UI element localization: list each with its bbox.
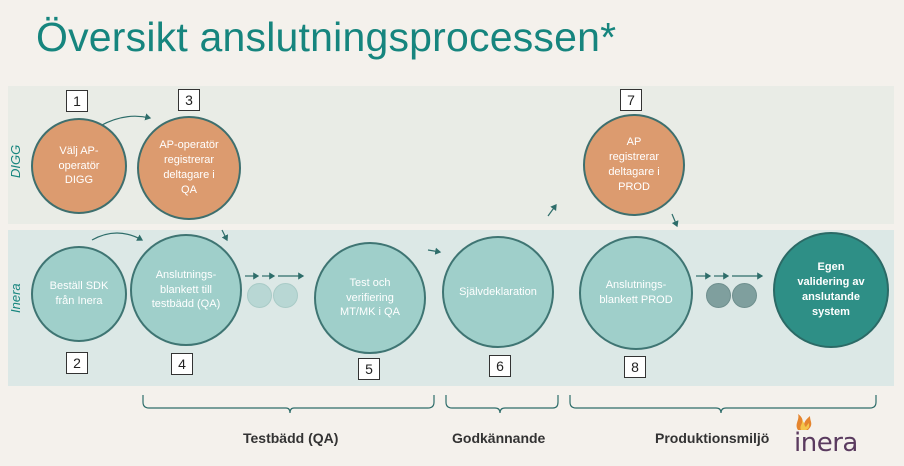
page-title: Översikt anslutningsprocessen* bbox=[36, 14, 617, 60]
step-2-circle: Beställ SDK från Inera bbox=[31, 246, 127, 342]
brace-produktion bbox=[569, 395, 877, 414]
arrow-6-7 bbox=[547, 204, 557, 217]
intermediate-dot bbox=[706, 283, 731, 308]
step-number-2: 2 bbox=[66, 352, 88, 374]
step-number-3: 3 bbox=[178, 89, 200, 111]
brace-godkannande bbox=[445, 395, 559, 414]
arrow-5-6 bbox=[427, 247, 442, 255]
step-number-4: 4 bbox=[171, 353, 193, 375]
step-4-circle: Anslutnings- blankett till testbädd (QA) bbox=[130, 234, 242, 346]
final-step-circle: Egen validering av anslutande system bbox=[773, 232, 889, 348]
arrow-1-3 bbox=[99, 113, 152, 127]
phase-produktion: Produktionsmiljö bbox=[655, 430, 770, 446]
step-1-circle: Välj AP- operatör DIGG bbox=[31, 118, 127, 214]
step-number-1: 1 bbox=[66, 90, 88, 112]
intermediate-dot bbox=[732, 283, 757, 308]
arrow-7-8 bbox=[671, 213, 679, 228]
intermediate-dot bbox=[273, 283, 298, 308]
brace-testbadd bbox=[142, 395, 435, 414]
step-number-7: 7 bbox=[620, 89, 642, 111]
step-number-6: 6 bbox=[489, 355, 511, 377]
step-8-circle: Anslutnings- blankett PROD bbox=[579, 236, 693, 350]
step-6-circle: Självdeklaration bbox=[442, 236, 554, 348]
arrow-2-4 bbox=[91, 232, 144, 241]
phase-testbadd: Testbädd (QA) bbox=[243, 430, 339, 446]
arrow-3-4 bbox=[221, 229, 229, 242]
step-3-circle: AP-operatör registrerar deltagare i QA bbox=[137, 116, 241, 220]
logo-text: inera bbox=[794, 428, 858, 458]
logo-flame-icon bbox=[796, 414, 812, 430]
step-5-circle: Test och verifiering MT/MK i QA bbox=[314, 242, 426, 354]
step-number-8: 8 bbox=[624, 356, 646, 378]
step-7-circle: AP registrerar deltagare i PROD bbox=[583, 114, 685, 216]
intermediate-dot bbox=[247, 283, 272, 308]
inera-logo: inera bbox=[794, 414, 864, 458]
phase-godkannande: Godkännande bbox=[452, 430, 546, 446]
step-number-5: 5 bbox=[358, 358, 380, 380]
